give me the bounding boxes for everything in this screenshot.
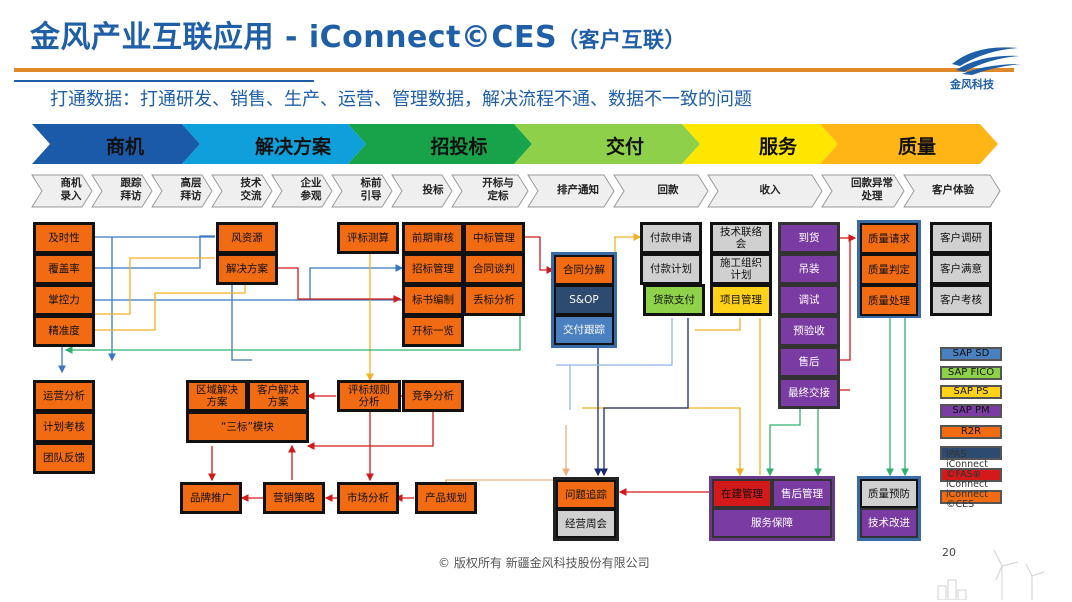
copyright-footer: © 版权所有 新疆金风科技股份有限公司 — [438, 556, 650, 570]
stage-label-5: 质量 — [897, 136, 936, 158]
step-label-12: 客户体验 — [932, 184, 974, 196]
box-pingbiaocesuan: 评标测算 — [337, 222, 399, 254]
step-label-11: 回款异常 处理 — [851, 177, 893, 202]
box-jishixing: 及时性 — [33, 222, 95, 254]
box-kaibiaoyilan: 开标一览 — [402, 315, 464, 347]
legend-swatch-fas — [940, 468, 1002, 482]
step-label-3: 技术 交流 — [240, 177, 262, 202]
box-diubiaofenxi: 丢标分析 — [463, 284, 525, 316]
stage-label-2: 招投标 — [430, 136, 488, 158]
box-zhiliangqingqiu: 质量请求 — [860, 223, 918, 254]
box-pinpaituiguang: 品牌推广 — [180, 482, 242, 514]
stage-label-0: 商机 — [105, 136, 144, 158]
box-zhaobiaoguanli: 招标管理 — [402, 253, 464, 285]
company-logo: 金风科技 — [946, 40, 1026, 92]
legend-stack-labels: IPAS iConnect ©FAS⊕ iConnect iConnect ©C… — [946, 449, 988, 510]
box-daohuo: 到货 — [778, 222, 840, 254]
step-label-6: 投标 — [422, 184, 444, 196]
box-kehukaohe: 客户考核 — [930, 284, 992, 316]
step-label-10: 收入 — [759, 184, 781, 196]
legend-sap-pm: SAP PM — [940, 404, 1002, 418]
box-fengziyuan: 风资源 — [216, 222, 278, 254]
box-shouhouguanli: 售后管理 — [772, 479, 832, 508]
box-pingbiaoguize: 评标规则 分析 — [337, 380, 401, 412]
box-fukuanshenqing: 付款申请 — [640, 222, 702, 254]
box-hetongfenjie: 合同分解 — [554, 255, 614, 285]
box-hetongtanpan: 合同谈判 — [463, 253, 525, 285]
group-delivery — [551, 252, 617, 348]
box-chanpinguihua: 产品规划 — [415, 482, 477, 514]
box-zhiliangchuli: 质量处理 — [860, 285, 918, 316]
box-jishulianluohui: 技术联络 会 — [710, 222, 772, 254]
box-sop: S&OP — [554, 285, 614, 315]
legend-sap-ps: SAP PS — [940, 385, 1002, 399]
box-shouhou: 售后 — [778, 346, 840, 378]
box-diaozhuang: 吊装 — [778, 253, 840, 285]
box-shigongzuzhi: 施工组织 计划 — [710, 253, 772, 285]
box-quyujiejue: 区域解决 方案 — [186, 380, 248, 412]
step-label-7: 开标与 定标 — [482, 177, 514, 202]
group-tracking — [553, 477, 619, 541]
logo-text: 金风科技 — [950, 78, 994, 91]
box-fuwubaozhang: 服务保障 — [712, 508, 832, 538]
legend-sap-fico: SAP FICO — [940, 366, 1002, 380]
step-label-2: 高层 拜访 — [180, 177, 202, 202]
legend-swatch-ces — [940, 490, 1002, 504]
box-yingxiaocelue: 营销策略 — [263, 482, 325, 514]
box-biaoshubianzhi: 标书编制 — [402, 284, 464, 316]
stage-label-3: 交付 — [605, 136, 644, 158]
box-qianqishenhe: 前期审核 — [402, 222, 464, 254]
page-title-text: 金风产业互联应用 - iConnect©CES — [30, 20, 558, 55]
box-zhiliangpanding: 质量判定 — [860, 254, 918, 285]
box-kehudiaoyan: 客户调研 — [930, 222, 992, 254]
stage-label-1: 解决方案 — [254, 136, 331, 158]
page-title: 金风产业互联应用 - iConnect©CES（客户互联） — [30, 12, 686, 56]
title-divider-blue — [14, 80, 314, 82]
box-jishugaijin: 技术改进 — [860, 508, 918, 538]
step-label-8: 排产通知 — [557, 184, 599, 196]
box-huokuanzhifu: 货款支付 — [643, 284, 705, 316]
box-zhangkongli: 掌控力 — [33, 284, 95, 316]
box-zaijianguanli: 在建管理 — [712, 479, 772, 508]
box-jingzhundu: 精准度 — [33, 315, 95, 347]
box-zhongbiaoguanli: 中标管理 — [463, 222, 525, 254]
title-divider-orange — [14, 68, 1014, 72]
stage-label-4: 服务 — [758, 136, 797, 158]
group-quality — [857, 220, 921, 318]
legend-r2r: R2R — [940, 425, 1002, 439]
wind-turbine-watermark-icon — [937, 549, 1045, 600]
box-xiangmuguanli: 项目管理 — [710, 284, 772, 316]
box-jingyingzhouhui: 经营周会 — [556, 509, 616, 538]
box-wentizhuisu: 问题追踪 — [556, 480, 616, 509]
box-kehujiejue: 客户解决 方案 — [247, 380, 309, 412]
box-jihuakaohe: 计划考核 — [33, 411, 95, 443]
legend-sap-sd: SAP SD — [940, 347, 1002, 361]
step-label-5: 标前 引导 — [360, 177, 382, 202]
box-yuyanshou: 预验收 — [778, 315, 840, 347]
box-jingzhengfenxi: 竞争分析 — [402, 380, 464, 412]
box-fugailu: 覆盖率 — [33, 253, 95, 285]
box-jiaofugenzong: 交付跟踪 — [554, 315, 614, 345]
step-label-4: 企业 参观 — [300, 177, 322, 202]
box-tiaoshi: 调试 — [778, 284, 840, 316]
box-fukuanjihua: 付款计划 — [640, 253, 702, 285]
group-prevention — [857, 476, 921, 541]
page-title-suffix: （客户互联） — [557, 28, 687, 52]
box-zuizhongjiaojie: 最终交接 — [778, 377, 840, 409]
box-kehumanyi: 客户满意 — [930, 253, 992, 285]
step-label-0: 商机 录入 — [60, 177, 82, 202]
logo-wave-icon — [952, 47, 1022, 75]
step-label-1: 跟踪 拜访 — [120, 177, 142, 202]
box-shichangfenxi: 市场分析 — [337, 482, 399, 514]
box-jiejuefangan: 解决方案 — [216, 253, 278, 285]
box-yunyingfenxi: 运营分析 — [33, 380, 95, 412]
subtitle: 打通数据：打通研发、销售、生产、运营、管理数据，解决流程不通、数据不一致的问题 — [50, 89, 752, 110]
box-zhiliangyufang: 质量预防 — [860, 479, 918, 508]
box-sanbiao: “三标”模块 — [186, 411, 309, 443]
step-label-9: 回款 — [657, 184, 679, 196]
page-number: 20 — [942, 546, 956, 559]
box-tuanduifankui: 团队反馈 — [33, 442, 95, 474]
legend-swatch-ipas — [940, 446, 1002, 460]
